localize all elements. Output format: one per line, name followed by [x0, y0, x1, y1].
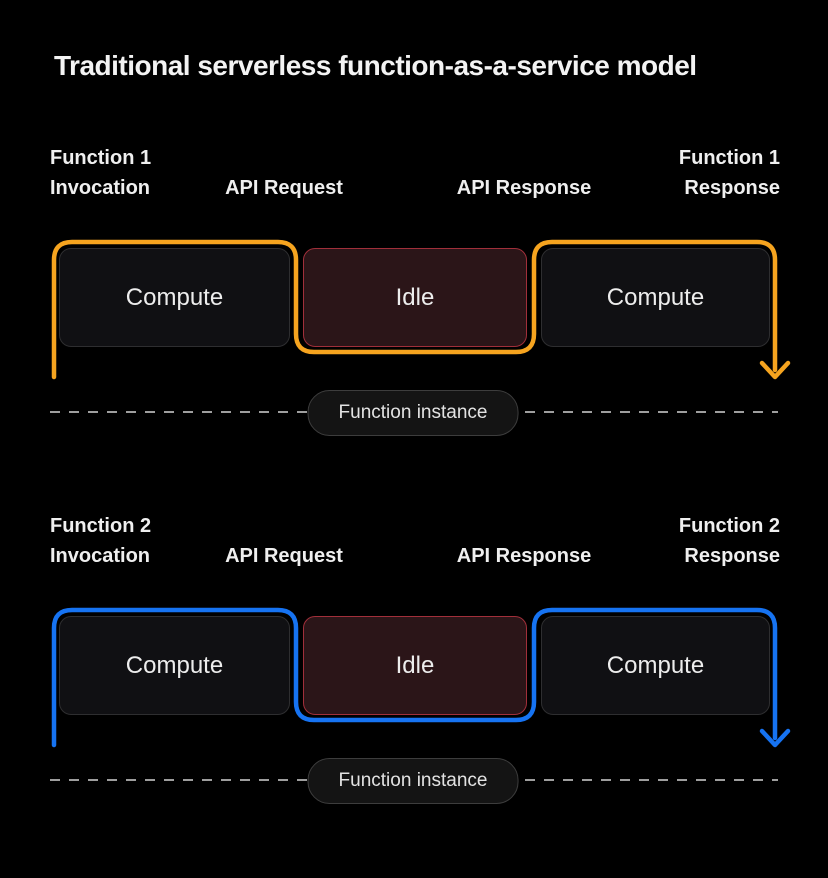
function1-invocation-label: Function 1 Invocation [50, 143, 151, 203]
function1-lane: Function 1 Invocation API Request API Re… [0, 0, 828, 436]
function1-response-label-line1: Function 1 [678, 147, 780, 169]
function2-idle-box: Idle [303, 616, 527, 715]
function1-compute-box-2: Compute [541, 248, 770, 347]
page-title: Traditional serverless function-as-a-ser… [54, 50, 697, 81]
function2-invocation-label-line1: Function 2 [50, 515, 152, 537]
function2-api-request-label: API Request [225, 545, 343, 567]
function2-invocation-label: Function 2 Invocation [50, 511, 151, 571]
function2-response-label-line2: Response [684, 545, 780, 567]
function2-compute-box-1: Compute [59, 616, 290, 715]
function2-lane: Function 2 Invocation API Request API Re… [0, 368, 828, 804]
function2-compute-box-2: Compute [541, 616, 770, 715]
function2-response-label-line1: Function 2 [678, 515, 780, 537]
function1-invocation-label-line1: Function 1 [50, 147, 152, 169]
function2-invocation-label-line2: Invocation [50, 545, 151, 567]
function2-api-response-label: API Response [456, 545, 592, 567]
function1-response-label: Function 1 Response [679, 143, 780, 203]
function1-invocation-label-line2: Invocation [50, 177, 151, 199]
function1-instance-badge: Function instance [307, 390, 519, 436]
function1-compute-box-1: Compute [59, 248, 290, 347]
function1-api-response-label: API Response [456, 177, 592, 199]
function1-api-request-label: API Request [225, 177, 343, 199]
function1-idle-box: Idle [303, 248, 527, 347]
function2-response-label: Function 2 Response [679, 511, 780, 571]
function2-instance-badge: Function instance [307, 758, 519, 804]
function1-response-label-line2: Response [684, 177, 780, 199]
